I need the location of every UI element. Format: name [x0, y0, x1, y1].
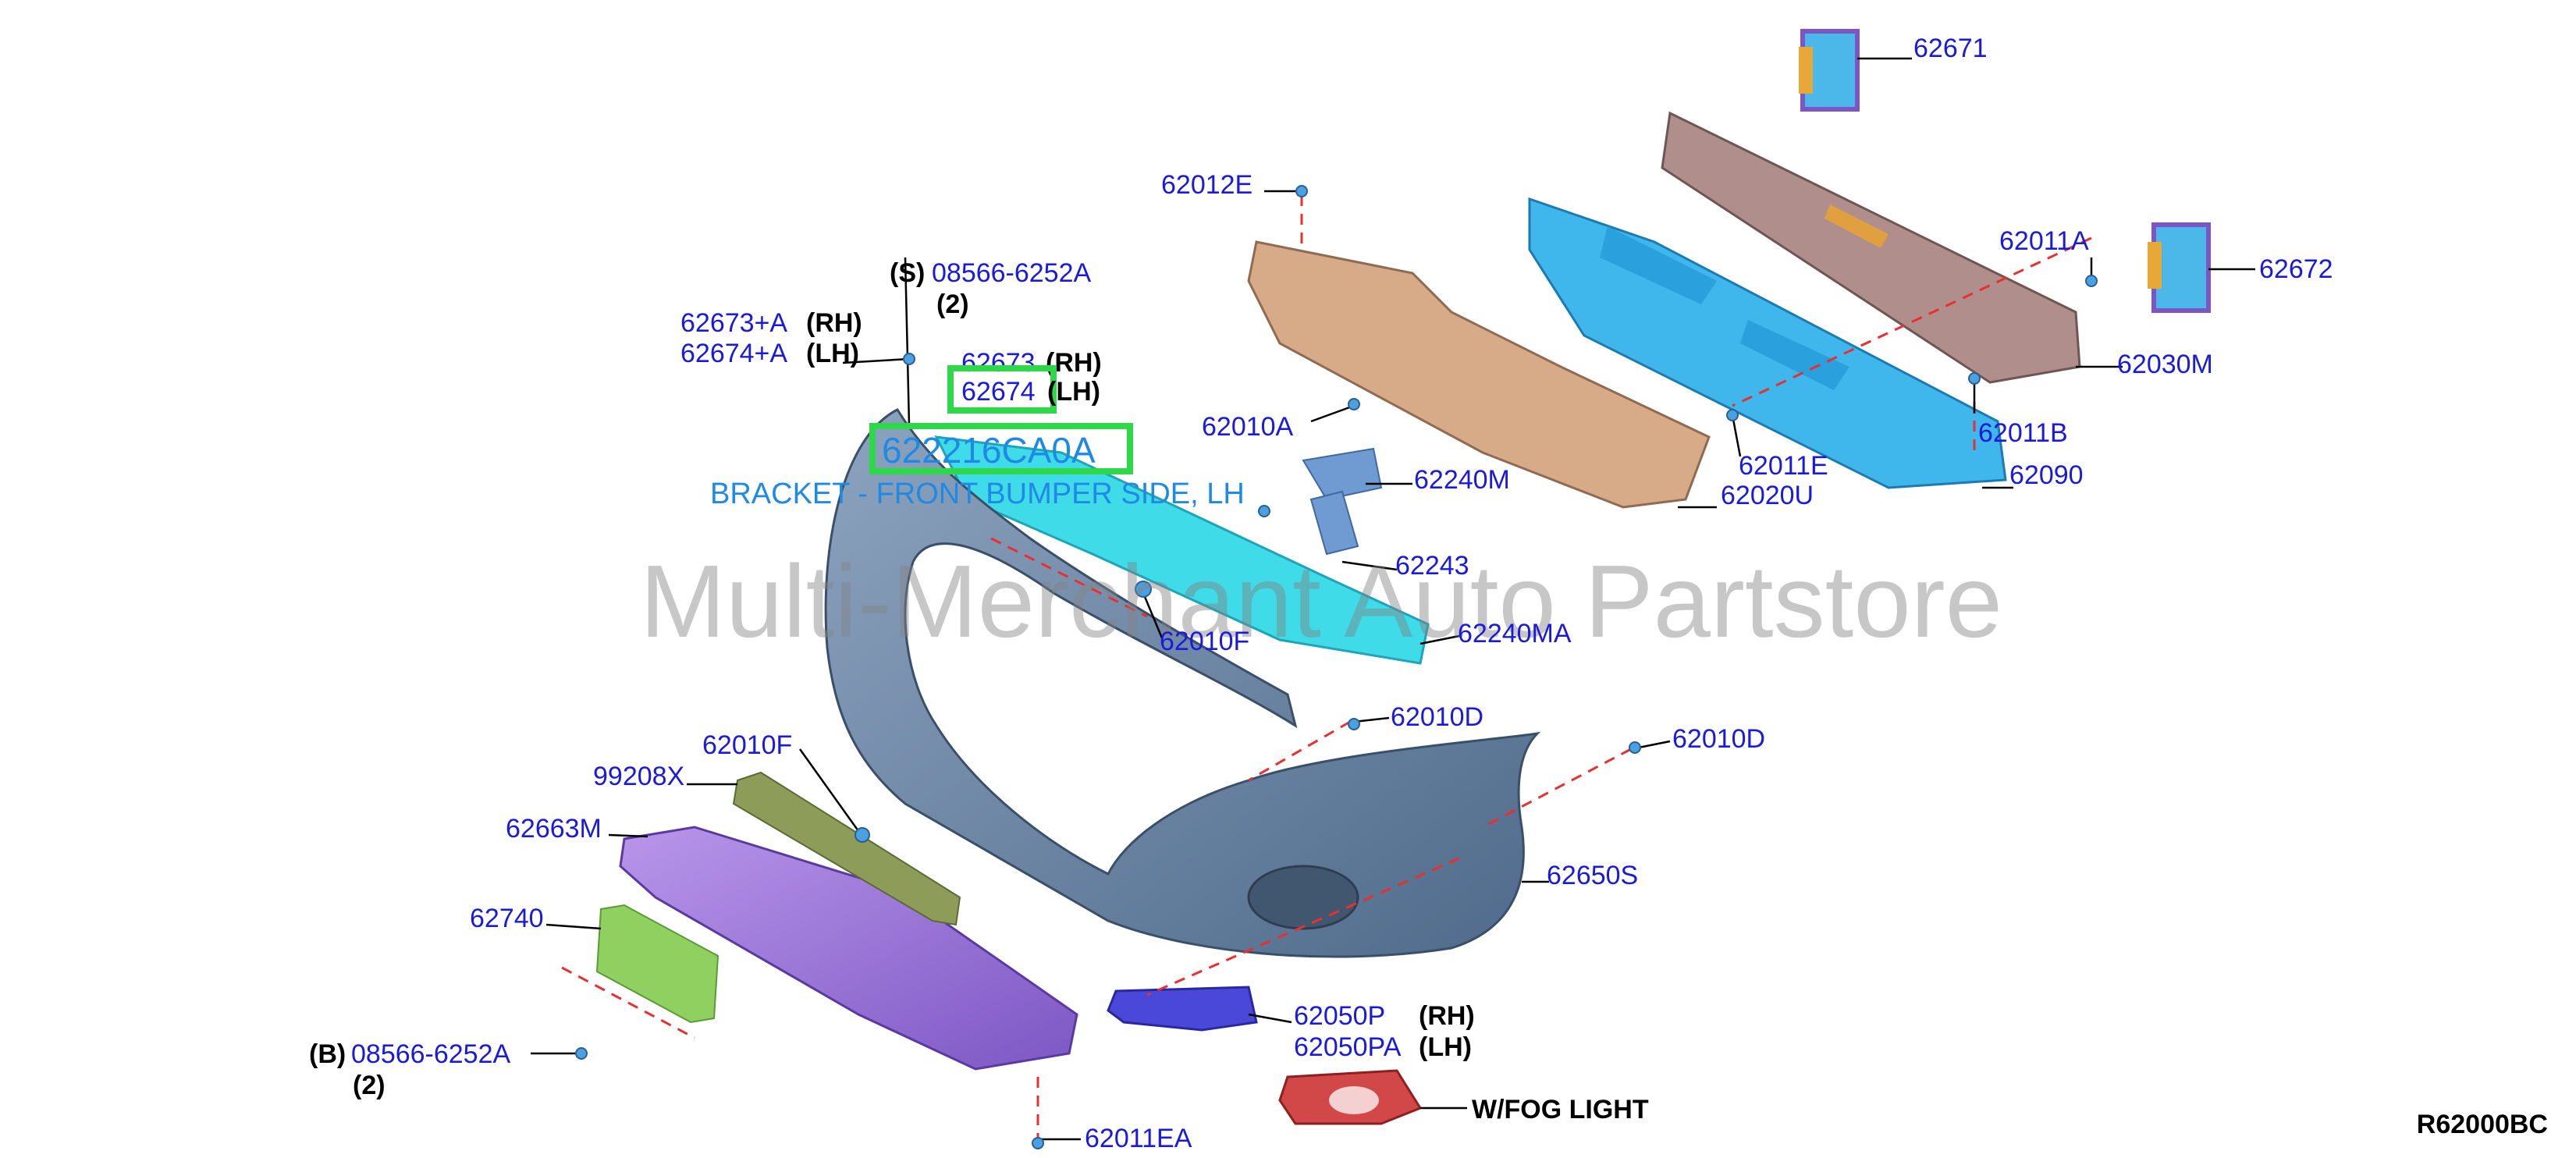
crash-box-62671-part[interactable]: [1799, 29, 1860, 112]
front-bumper-fascia-part[interactable]: [824, 408, 1541, 958]
callout-62010d-a[interactable]: 62010D: [1391, 702, 1484, 732]
note-s-marker: (S): [890, 258, 926, 288]
callout-62674-selected[interactable]: 62674: [961, 377, 1036, 407]
diagram-code: R62000BC: [2416, 1110, 2548, 1139]
highlight-box-callout: [947, 365, 1057, 414]
callout-62672[interactable]: 62672: [2259, 254, 2333, 284]
energy-absorber-part[interactable]: [1528, 197, 2007, 489]
callout-08566-6252a-top[interactable]: 08566-6252A: [932, 258, 1092, 288]
callout-62010f-lower[interactable]: 62010F: [702, 730, 793, 760]
callout-62673[interactable]: 62673: [961, 348, 1036, 378]
note-rh-3: (RH): [1419, 1001, 1475, 1031]
callout-62671[interactable]: 62671: [1913, 34, 1988, 63]
note-lh-3: (LH): [1419, 1032, 1472, 1062]
callout-62663m[interactable]: 62663M: [506, 814, 602, 844]
callout-62011b[interactable]: 62011B: [1978, 418, 2068, 448]
callout-08566-6252a-bottom[interactable]: 08566-6252A: [351, 1039, 511, 1069]
bumper-reinforcement-part[interactable]: [1661, 111, 2081, 384]
callout-62050pa[interactable]: 62050PA: [1294, 1032, 1402, 1062]
highlighted-part-number[interactable]: 622216CA0A: [882, 430, 1096, 471]
note-fog-light: W/FOG LIGHT: [1472, 1095, 1649, 1124]
note-b-marker: (B): [309, 1039, 346, 1069]
note-rh-1: (RH): [806, 308, 862, 338]
crash-box-62672-part[interactable]: [2148, 222, 2211, 313]
bracket-62240m-part[interactable]: [1302, 447, 1383, 556]
note-lh-2: (LH): [1047, 377, 1100, 407]
callout-62243[interactable]: 62243: [1395, 551, 1469, 581]
callout-62011ea[interactable]: 62011EA: [1085, 1124, 1192, 1153]
highlight-box-part-number: [869, 423, 1133, 474]
callout-62012e[interactable]: 62012E: [1161, 170, 1253, 200]
note-lh-1: (LH): [806, 339, 859, 368]
callout-62240ma[interactable]: 62240MA: [1458, 619, 1572, 648]
callout-62090[interactable]: 62090: [2009, 460, 2084, 490]
callout-62050p[interactable]: 62050P: [1294, 1001, 1386, 1031]
callout-62010a[interactable]: 62010A: [1202, 412, 1294, 442]
highlighted-part-description: BRACKET - FRONT BUMPER SIDE, LH: [710, 478, 1245, 510]
callout-62011a[interactable]: 62011A: [1999, 226, 2089, 256]
callout-62674a[interactable]: 62674+A: [680, 339, 788, 368]
plate-bracket-62740-part[interactable]: [595, 904, 720, 1024]
callout-62010d-b[interactable]: 62010D: [1672, 724, 1766, 754]
note-qty-bottom: (2): [353, 1071, 386, 1100]
watermark-text: Multi-Merchant Auto Partstore: [640, 544, 2003, 659]
callout-62673a[interactable]: 62673+A: [680, 308, 788, 338]
reference-dash-lines: [561, 195, 2092, 1139]
callout-62020u[interactable]: 62020U: [1721, 481, 1814, 510]
note-qty-top: (2): [936, 290, 969, 319]
undercover-62663m-part[interactable]: [619, 826, 1078, 1071]
callout-62740[interactable]: 62740: [470, 904, 544, 933]
leader-lines: [531, 57, 2255, 1141]
upper-cover-part[interactable]: [1247, 240, 1711, 509]
callout-62240m[interactable]: 62240M: [1414, 465, 1510, 495]
callout-62011e[interactable]: 62011E: [1739, 451, 1828, 481]
callout-62030m[interactable]: 62030M: [2117, 350, 2213, 379]
fastener-points: [575, 185, 2098, 1149]
fog-grille-62050p-part[interactable]: [1107, 986, 1258, 1032]
callout-62650s[interactable]: 62650S: [1547, 861, 1639, 890]
callout-62010f-upper[interactable]: 62010F: [1160, 627, 1250, 656]
seal-99208x-part[interactable]: [732, 771, 961, 926]
callout-99208x[interactable]: 99208X: [593, 762, 685, 791]
bracket-62240ma-part[interactable]: [934, 435, 1430, 665]
fog-frame-part[interactable]: [1278, 1069, 1423, 1125]
